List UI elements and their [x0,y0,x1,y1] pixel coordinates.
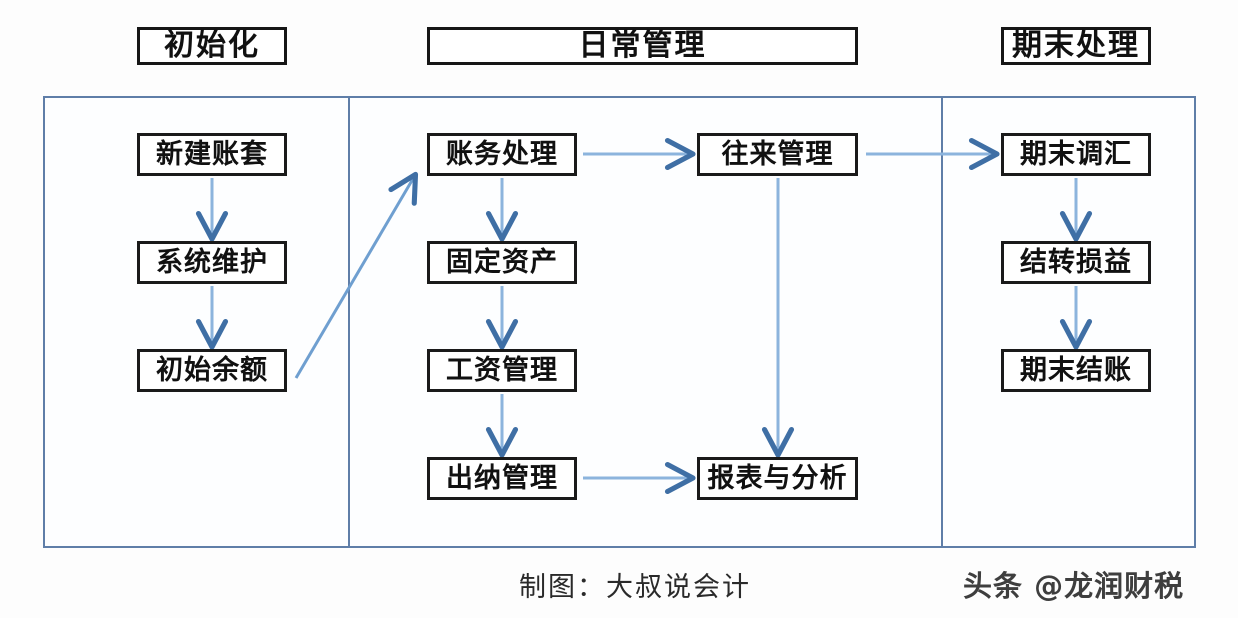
diagram-caption: 制图：大叔说会计 [519,572,751,603]
node-label: 固定资产 [446,247,558,278]
node-receivables-payables[interactable]: 往来管理 [697,133,858,176]
phase-header-initialization: 初始化 [137,27,287,65]
node-system-maintenance[interactable]: 系统维护 [137,241,287,284]
node-label: 初始余额 [156,355,268,386]
phase-header-label: 期末处理 [1012,28,1140,63]
phase-header-daily-management: 日常管理 [427,27,858,65]
node-label: 出纳管理 [446,463,558,494]
phase-header-period-end: 期末处理 [1001,27,1151,65]
node-period-end-close[interactable]: 期末结账 [1001,349,1151,392]
node-fixed-assets[interactable]: 固定资产 [427,241,577,284]
node-reports-analysis[interactable]: 报表与分析 [697,457,858,500]
column-divider-right [941,96,943,548]
node-new-account-set[interactable]: 新建账套 [137,133,287,176]
column-divider-left [348,96,350,548]
node-initial-balance[interactable]: 初始余额 [137,349,287,392]
node-label: 账务处理 [446,139,558,170]
node-payroll-management[interactable]: 工资管理 [427,349,577,392]
node-label: 结转损益 [1020,247,1132,278]
node-cashier-management[interactable]: 出纳管理 [427,457,577,500]
node-label: 期末调汇 [1020,139,1132,170]
source-watermark: 头条 @龙润财税 [963,569,1185,603]
node-label: 系统维护 [156,247,268,278]
node-label: 报表与分析 [707,463,848,494]
node-period-end-fx[interactable]: 期末调汇 [1001,133,1151,176]
node-accounting-processing[interactable]: 账务处理 [427,133,577,176]
phase-header-label: 日常管理 [578,28,707,63]
node-label: 工资管理 [446,355,558,386]
phase-header-label: 初始化 [164,28,260,63]
node-label: 往来管理 [721,139,834,170]
node-label: 新建账套 [156,139,268,170]
node-carry-forward-pl[interactable]: 结转损益 [1001,241,1151,284]
node-label: 期末结账 [1020,355,1132,386]
